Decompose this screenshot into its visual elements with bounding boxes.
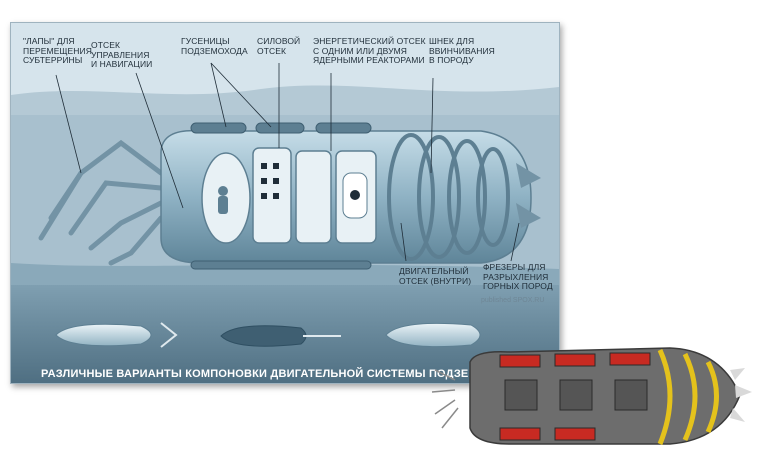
auger-rings [387,133,510,261]
variant-3 [385,322,481,348]
legs [38,139,164,266]
tracks [190,122,372,270]
control-panel [261,163,279,199]
compartments [201,147,377,244]
diagram-panel: "ЛАПЫ" ДЛЯ ПЕРЕМЕЩЕНИЯ СУБТЕРРИНЫ ОТСЕК … [10,22,560,384]
variant-2 [220,325,341,347]
label-tracks: ГУСЕНИЦЫ ПОДЗЕМОХОДА [181,36,248,56]
bottom-title: РАЗЛИЧНЫЕ ВАРИАНТЫ КОМПОНОВКИ ДВИГАТЕЛЬН… [41,368,469,380]
label-cutters: ФРЕЗЕРЫ ДЛЯ РАЗРЫХЛЕНИЯ ГОРНЫХ ПОРОД [483,262,553,291]
tunnel-floor [11,263,559,285]
pilot [218,186,228,214]
reactor [342,172,368,219]
leader-lines [55,62,520,262]
label-navigation: ОТСЕК УПРАВЛЕНИЯ И НАВИГАЦИИ [91,40,153,69]
rock-layer [11,85,559,123]
label-power: СИЛОВОЙ ОТСЕК [257,36,301,56]
drill-machine-image [431,347,752,445]
variant-1 [55,322,178,348]
label-energy: ЭНЕРГЕТИЧЕСКИЙ ОТСЕК С ОДНИМ ИЛИ ДВУМЯ Я… [313,36,426,65]
label-auger: ШНЕК ДЛЯ ВВИНЧИВАНИЯ В ПОРОДУ [429,36,495,65]
credit: published SPOX.RU [481,297,545,304]
label-engine: ДВИГАТЕЛЬНЫЙ ОТСЕК (ВНУТРИ) [399,266,472,286]
cutters [516,163,541,228]
label-paws: "ЛАПЫ" ДЛЯ ПЕРЕМЕЩЕНИЯ СУБТЕРРИНЫ [23,36,92,65]
diagram-artwork [11,62,559,383]
